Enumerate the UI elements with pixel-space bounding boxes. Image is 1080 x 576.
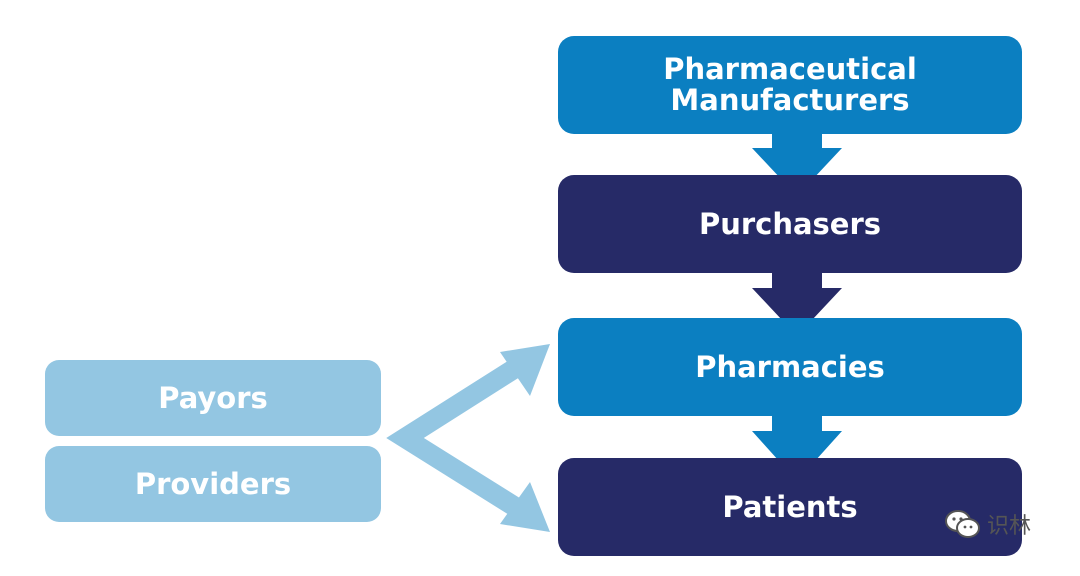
node-payors: Payors [45,360,381,436]
node-label: Patients [722,489,858,524]
watermark-text: 识林 [987,514,1032,539]
arrow-down-2 [752,273,842,336]
node-pharmaceutical-manufacturers: Pharmaceutical Manufacturers [558,36,1022,134]
node-label: Pharmacies [695,349,885,384]
fork-arrow [386,344,550,532]
wechat-icon [945,510,980,538]
node-label: Pharmaceutical Manufacturers [663,52,917,117]
node-label: Payors [158,380,268,415]
watermark: 识林 [945,508,1031,540]
node-label: Providers [134,466,292,501]
node-purchasers: Purchasers [558,175,1022,273]
arrow-down-1 [752,134,842,196]
node-label: Purchasers [698,206,882,241]
node-patients: Patients [558,458,1022,556]
node-pharmacies: Pharmacies [558,318,1022,416]
arrow-down-3 [752,416,842,481]
node-providers: Providers [45,446,381,522]
